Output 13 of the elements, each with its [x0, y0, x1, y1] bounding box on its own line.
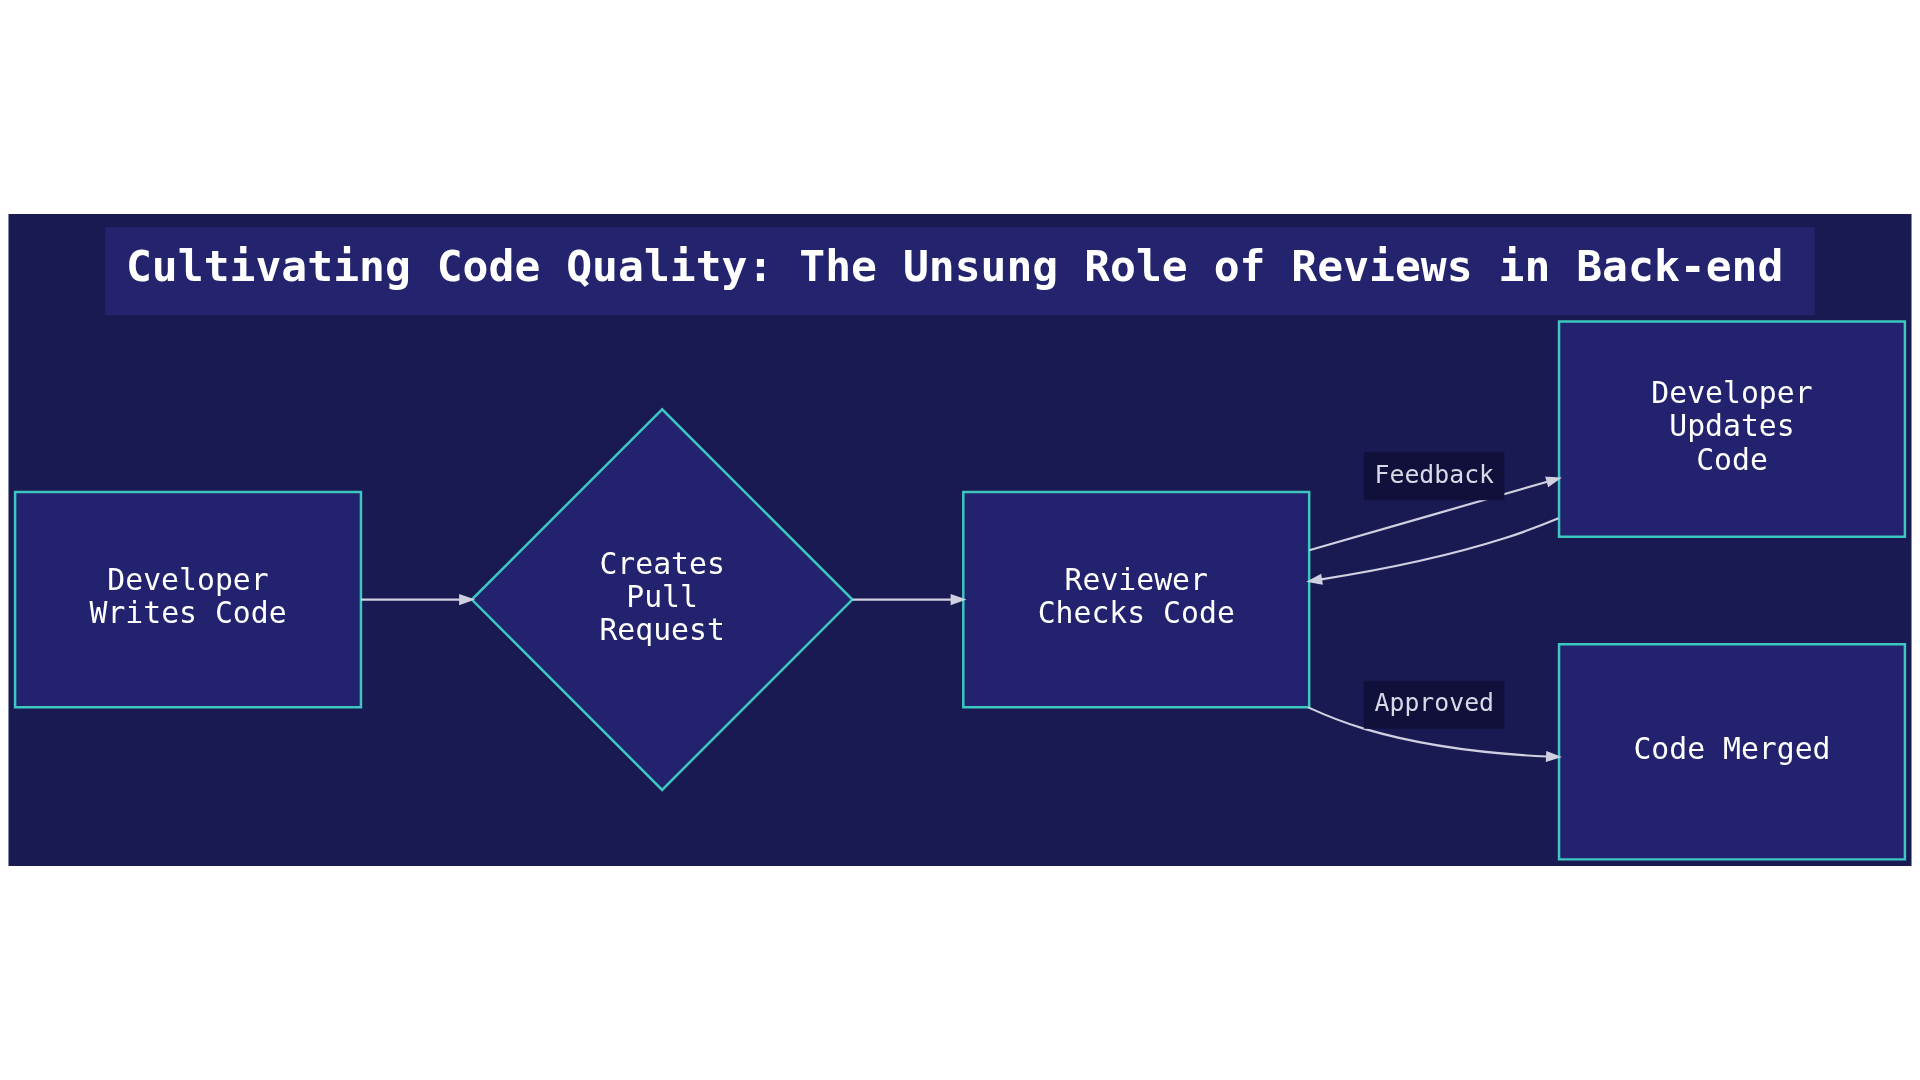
node-diamond: Creates Pull Request	[470, 407, 855, 792]
edge-label: Feedback	[1374, 459, 1495, 489]
arrow	[1306, 517, 1559, 585]
arrow	[1308, 476, 1562, 552]
node-box: Reviewer Checks Code	[962, 490, 1311, 709]
arrow	[361, 594, 476, 606]
arrow	[1307, 706, 1562, 762]
edge-label: Approved	[1374, 688, 1495, 718]
node-box: Developer Updates Code	[1557, 320, 1907, 538]
arrow	[852, 594, 967, 606]
diagram-title: Cultivating Code Quality: The Unsung Role of Reviews in Back-end	[125, 240, 1784, 291]
node-box: Developer Writes Code	[13, 490, 363, 709]
node-box: Code Merged	[1557, 643, 1907, 861]
